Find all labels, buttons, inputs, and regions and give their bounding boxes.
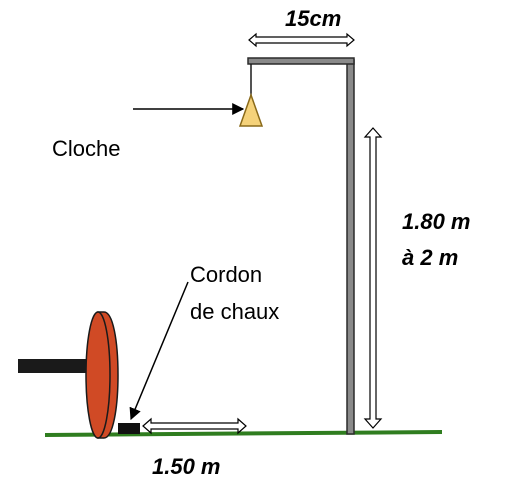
width-label: 15cm <box>285 6 341 31</box>
bell-label: Cloche <box>52 136 120 161</box>
post-arm <box>247 57 355 65</box>
wheel-face <box>85 311 111 439</box>
distance-label: 1.50 m <box>152 454 221 479</box>
bell-icon <box>238 92 264 127</box>
post-vertical <box>346 59 355 435</box>
post <box>247 57 355 435</box>
distance-double-arrow <box>142 417 247 435</box>
lime-cord-label-line-1: Cordon <box>190 262 262 287</box>
height-double-arrow <box>363 127 383 429</box>
ground-line <box>44 430 443 437</box>
height-label-line-2: à 2 m <box>402 245 458 270</box>
lime-pointer-arrow <box>129 281 189 421</box>
lime-cord-block <box>118 423 140 434</box>
wheel <box>85 311 119 439</box>
width-double-arrow <box>248 32 355 48</box>
height-label-line-1: 1.80 m <box>402 209 471 234</box>
axle <box>18 359 90 373</box>
lime-cord-label-line-2: de chaux <box>190 299 279 324</box>
